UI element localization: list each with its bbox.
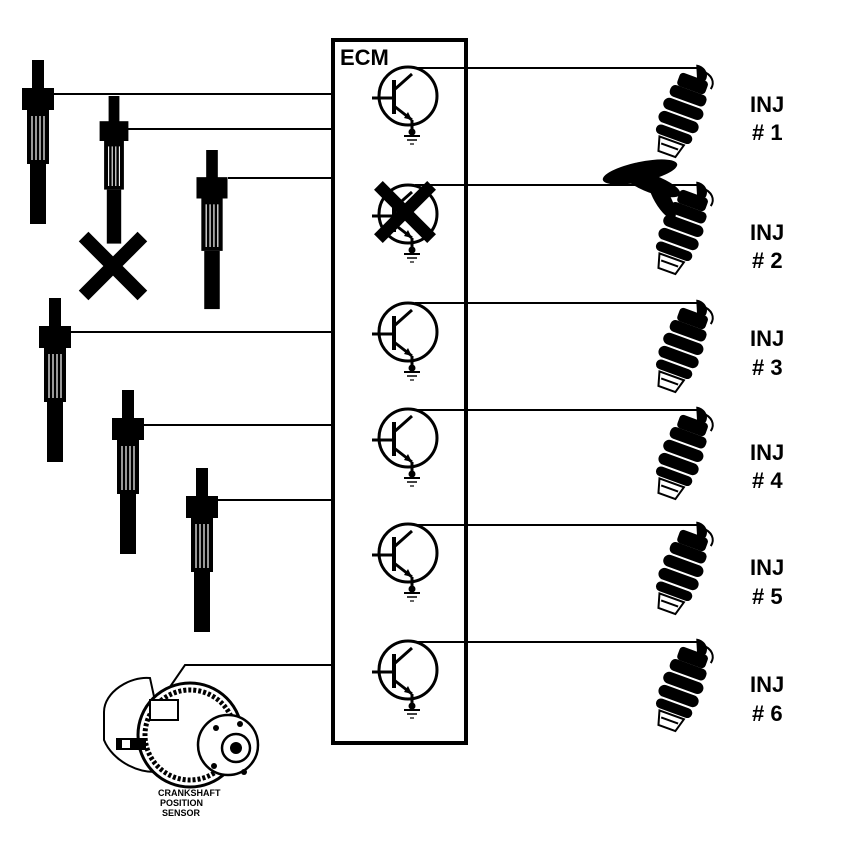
injector-1-spray: [602, 159, 681, 220]
coil-wires: [47, 93, 333, 749]
injector-6: [646, 631, 720, 737]
sensor-label-line3: SENSOR: [162, 808, 201, 818]
injector-6-label: INJ: [750, 672, 784, 697]
injector-1: [646, 57, 720, 163]
injector-4: [646, 399, 720, 505]
injector-4-label: INJ: [750, 440, 784, 465]
injector-3-label: INJ: [750, 326, 784, 351]
injector-1-label: INJ: [750, 92, 784, 117]
injector-5-number: # 5: [752, 584, 783, 609]
injector-2-label: INJ: [750, 220, 784, 245]
driver-6: [370, 639, 439, 720]
injector-wires: [415, 67, 700, 643]
driver-3: [370, 301, 439, 382]
ignition-coil-1: [21, 59, 55, 225]
injector-3-number: # 3: [752, 355, 783, 380]
crankshaft-sensor-illustration: [103, 676, 260, 789]
ignition-coil-3: [195, 149, 229, 310]
sensor-label-line2: POSITION: [160, 798, 203, 808]
sensor-label-line1: CRANKSHAFT: [158, 788, 221, 798]
driver-4: [370, 407, 439, 488]
injector-6-number: # 6: [752, 701, 783, 726]
injector-3: [646, 292, 720, 398]
ignition-coil-2: [99, 95, 129, 245]
ecm-box: [331, 38, 468, 745]
coil-2-fail-mark: [84, 237, 143, 296]
injector-5: [646, 514, 720, 620]
injector-5-label: INJ: [750, 555, 784, 580]
injector-2-number: # 2: [752, 248, 783, 273]
injector-1-number: # 1: [752, 120, 783, 145]
driver-5: [370, 522, 439, 603]
ignition-coil-5: [111, 389, 145, 555]
ignition-coil-6: [185, 467, 219, 633]
injector-4-number: # 4: [752, 468, 783, 493]
driver-1: [370, 65, 439, 146]
ignition-coil-4: [38, 297, 72, 463]
ecm-label: ECM: [340, 45, 389, 70]
